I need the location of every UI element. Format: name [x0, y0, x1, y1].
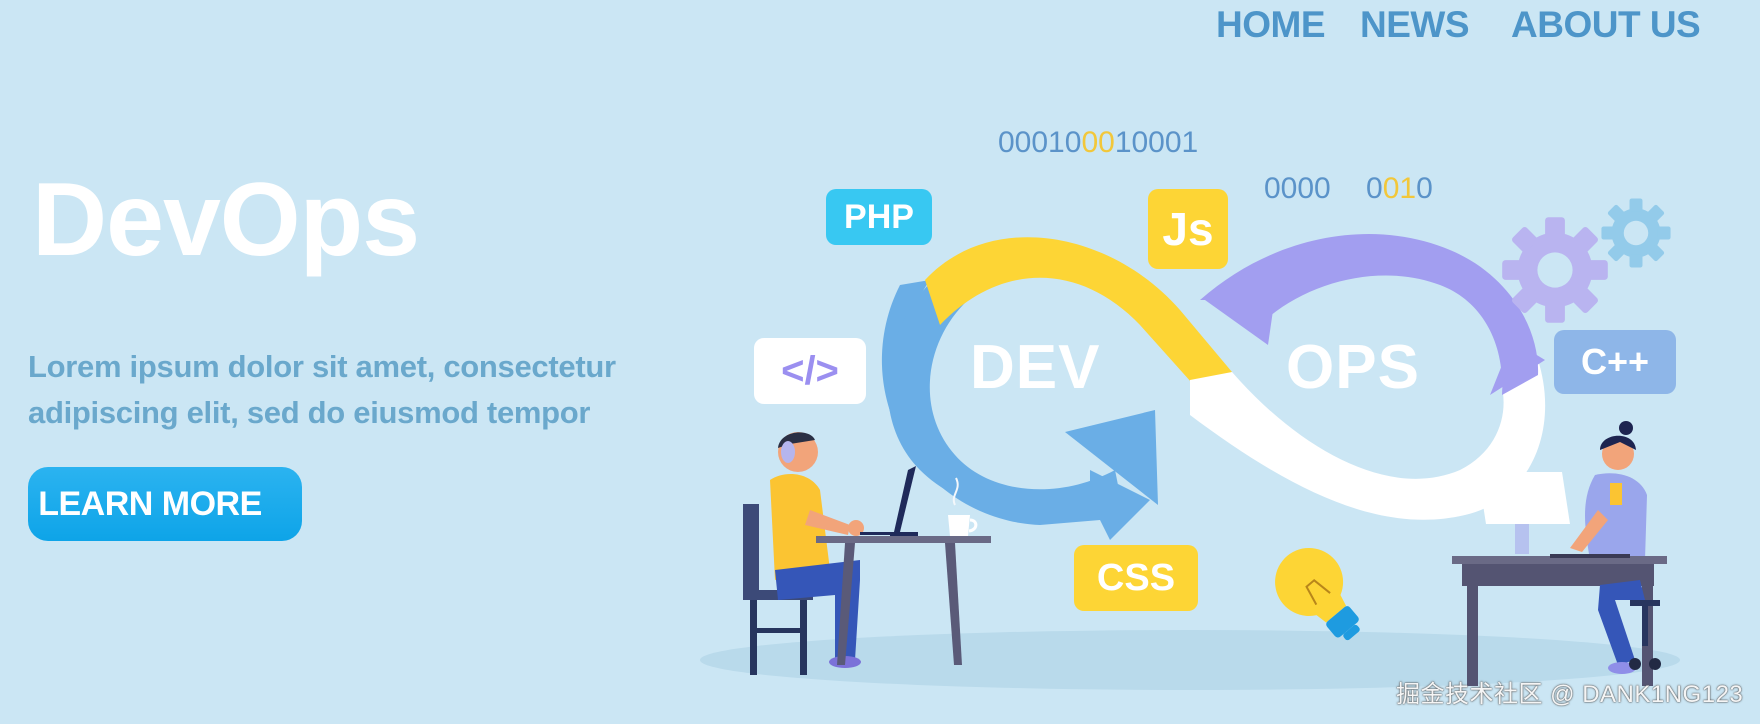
learn-more-label: LEARN MORE: [38, 484, 262, 523]
binary-right-b: 0010: [1366, 172, 1433, 205]
developer-woman-illustration: [1452, 421, 1667, 686]
gear-icon-purple: [1502, 217, 1608, 323]
watermark-text: 掘金技术社区 @ DANK1NG123: [1396, 681, 1744, 708]
nav-home[interactable]: HOME: [1216, 4, 1326, 45]
hero-title: DevOps: [32, 162, 420, 278]
hero-subtitle-line2: adipiscing elit, sed do eiusmod tempor: [28, 395, 591, 430]
binary-top: 000100010001: [998, 126, 1199, 159]
hero-subtitle: Lorem ipsum dolor sit amet, consectetur …: [28, 344, 708, 436]
dev-label: DEV: [970, 333, 1101, 402]
js-badge: Js: [1148, 189, 1228, 269]
developer-man-illustration: [743, 432, 991, 675]
ops-label: OPS: [1286, 333, 1420, 402]
cpp-badge: C++: [1554, 330, 1676, 394]
lightbulb-icon: [1275, 547, 1360, 641]
learn-more-button[interactable]: LEARN MORE: [28, 467, 302, 541]
php-badge: PHP: [826, 189, 932, 245]
nav-news[interactable]: NEWS: [1360, 4, 1470, 45]
css-badge: CSS: [1074, 545, 1198, 611]
binary-right-a: 0000: [1264, 172, 1331, 205]
gear-icon-blue: [1601, 198, 1671, 268]
nav-about-us[interactable]: ABOUT US: [1511, 4, 1701, 45]
code-tag-badge: </>: [754, 338, 866, 404]
hero-subtitle-line1: Lorem ipsum dolor sit amet, consectetur: [28, 349, 616, 384]
